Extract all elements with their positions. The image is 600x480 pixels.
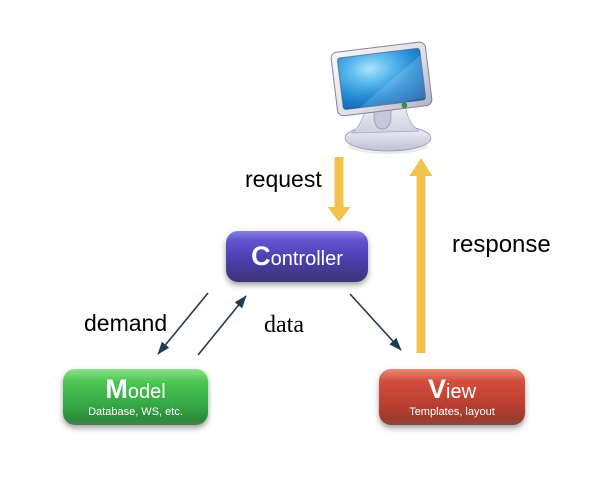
computer-monitor-icon [330,41,433,154]
view-subtitle: Templates, layout [409,406,495,418]
demand-label: demand [84,310,168,336]
monitor-power-led [401,102,408,109]
model-title: Model [105,376,165,403]
view-rest: iew [446,381,477,403]
controller-rest: ontroller [270,248,343,270]
controller-title: Controller [251,243,343,270]
monitor-screen-sheen [359,55,426,108]
monitor-screen [336,47,427,110]
response-label: response [452,231,551,258]
monitor-screen-assembly [330,41,433,117]
model-subtitle: Database, WS, etc. [88,406,183,418]
data-label: data [264,312,304,338]
controller-initial: C [251,241,271,271]
demand-arrow-to-model [157,292,209,355]
response-arrow [409,158,433,353]
model-initial: M [105,374,128,404]
data-arrow-to-view [349,293,402,351]
controller-node: Controller [226,231,368,282]
model-rest: odel [127,381,166,403]
view-title: View [428,376,476,403]
view-initial: V [427,374,446,404]
request-label: request [245,166,322,192]
request-arrow [327,157,351,222]
demand-arrow-to-controller [197,295,247,356]
model-node: Model Database, WS, etc. [63,369,208,425]
view-node: View Templates, layout [379,369,525,425]
